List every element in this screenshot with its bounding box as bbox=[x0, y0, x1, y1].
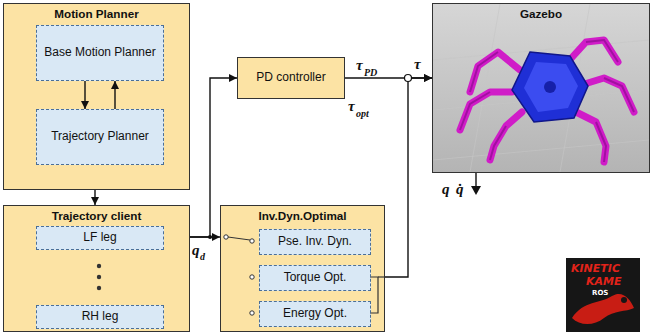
box-label: Energy Opt. bbox=[283, 307, 347, 321]
switch-contacts bbox=[224, 235, 254, 315]
node-fill bbox=[36, 226, 164, 250]
signal-name: τ bbox=[414, 57, 421, 72]
box-label: Trajectory Planner bbox=[51, 130, 149, 144]
ground-grid bbox=[433, 4, 649, 172]
node-fill bbox=[220, 205, 385, 332]
node-fills bbox=[3, 3, 385, 332]
node-fill bbox=[259, 301, 371, 327]
output-bracket bbox=[370, 277, 385, 313]
node-fill bbox=[259, 265, 371, 291]
signal-arrow bbox=[190, 78, 237, 237]
method-box: Pse. Inv. Dyn. bbox=[259, 229, 371, 255]
leg-box: RH leg bbox=[36, 305, 164, 329]
signal-subscript: opt bbox=[356, 109, 369, 119]
group-title: Trajectory client bbox=[4, 206, 189, 222]
signal-subscript: d bbox=[200, 252, 205, 262]
node-fill bbox=[36, 25, 164, 81]
signal-name: q bbox=[192, 243, 200, 258]
signal-name: q bbox=[442, 182, 450, 197]
ellipsis-dots bbox=[97, 264, 101, 290]
controller-box: PD controller bbox=[237, 57, 345, 99]
node-fill bbox=[237, 57, 345, 99]
group-title: Gazebo bbox=[433, 4, 649, 20]
method-box: Torque Opt. bbox=[259, 265, 371, 291]
signal-name: q̇ bbox=[456, 182, 464, 197]
logo-text: KAME bbox=[586, 276, 622, 287]
state-output-head bbox=[471, 186, 481, 195]
method-box: Energy Opt. bbox=[259, 301, 371, 327]
process-box: Trajectory Planner bbox=[36, 109, 164, 165]
signal-subscript: PD bbox=[364, 68, 377, 78]
leg-box: LF leg bbox=[36, 226, 164, 250]
group-title: Inv.Dyn.Optimal bbox=[221, 206, 384, 222]
simulator-panel: Gazebo bbox=[432, 3, 650, 173]
node-fill bbox=[36, 109, 164, 165]
signal-name: τ bbox=[348, 99, 355, 114]
signal-arrow bbox=[94, 190, 95, 205]
signal-arrow bbox=[114, 81, 115, 109]
hexapod-robot bbox=[460, 40, 634, 162]
optimizer-group: Inv.Dyn.OptimalPse. Inv. Dyn. Torque Opt.… bbox=[220, 205, 385, 332]
box-label: PD controller bbox=[256, 71, 325, 85]
logo-text: KINETIC bbox=[571, 263, 620, 274]
gazebo-ground bbox=[433, 4, 649, 172]
process-box: Base Motion Planner bbox=[36, 25, 164, 81]
box-label: LF leg bbox=[83, 231, 116, 245]
signal-arrow bbox=[84, 81, 85, 109]
switch-blade bbox=[228, 237, 250, 240]
group-title: Motion Planner bbox=[4, 4, 189, 20]
ros-logo bbox=[566, 258, 640, 332]
signal-name: τ bbox=[356, 58, 363, 73]
planner-group: Motion PlannerBase Motion PlannerTraject… bbox=[3, 3, 190, 190]
box-label: Pse. Inv. Dyn. bbox=[278, 235, 352, 249]
summing-junction bbox=[405, 75, 412, 82]
signal-arrow bbox=[385, 78, 432, 277]
node-fill bbox=[36, 305, 164, 329]
client-group: Trajectory client LF leg RH leg bbox=[3, 205, 190, 332]
node-fill bbox=[3, 3, 190, 190]
box-label: RH leg bbox=[82, 310, 119, 324]
box-label: Base Motion Planner bbox=[44, 46, 155, 60]
branch-dot bbox=[208, 235, 212, 239]
signal-arrow bbox=[190, 236, 220, 237]
logo-text: ROS bbox=[592, 290, 608, 297]
node-fill bbox=[3, 205, 190, 332]
node-fill bbox=[259, 229, 371, 255]
box-label: Torque Opt. bbox=[284, 271, 347, 285]
